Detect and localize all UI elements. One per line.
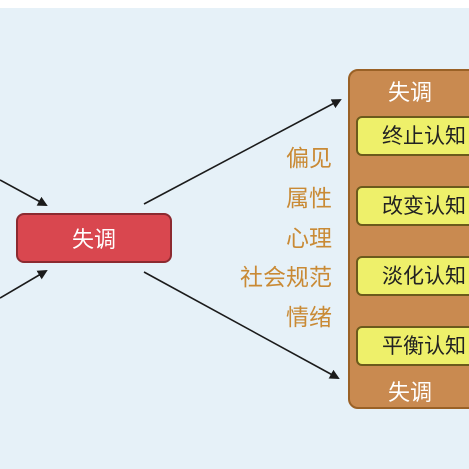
factor-label: 情绪 (286, 305, 332, 331)
incoming-arrow-top (0, 179, 48, 206)
factor-label: 心理 (286, 226, 332, 252)
strategy-item: 终止认知 (356, 116, 469, 156)
panel-bottom-label: 失调 (387, 381, 432, 406)
factor-label: 属性 (286, 186, 332, 212)
center-node: 失调 (16, 213, 172, 263)
factor-label: 社会规范 (240, 265, 332, 291)
factor-label: 偏见 (286, 146, 332, 172)
strategy-item: 淡化认知 (356, 256, 469, 296)
panel-top-label: 失调 (387, 81, 432, 106)
strategy-item: 改变认知 (356, 186, 469, 226)
outgoing-arrow-bottom (143, 271, 340, 379)
top-white-strip (0, 0, 469, 8)
outgoing-arrow-top (143, 99, 342, 205)
strategy-item: 平衡认知 (356, 326, 469, 366)
incoming-arrow-bottom (0, 269, 48, 299)
